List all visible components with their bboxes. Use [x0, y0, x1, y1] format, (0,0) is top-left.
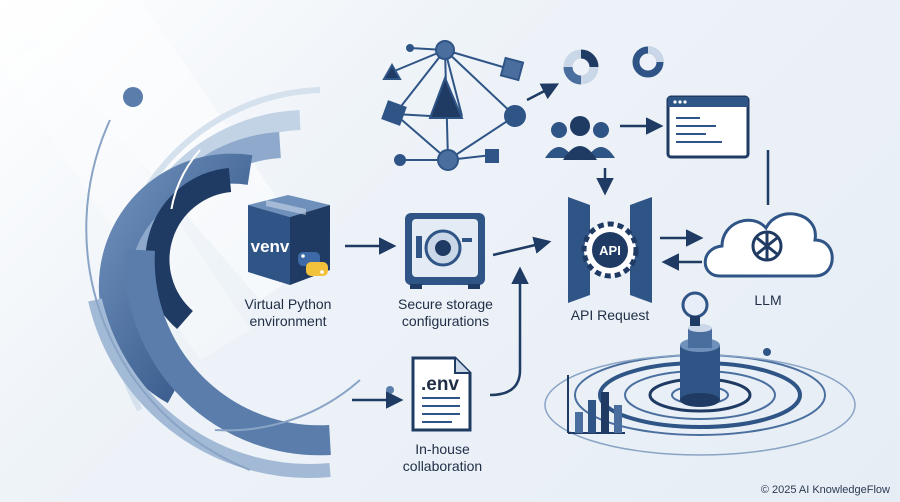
- safe-icon: [405, 213, 485, 289]
- cylinder-stack: [680, 324, 720, 407]
- network-icon: [381, 40, 526, 171]
- copyright-footer: © 2025 AI KnowledgeFlow: [760, 484, 890, 496]
- llm-label: LLM: [754, 292, 782, 308]
- pie-chart-icon: [563, 46, 664, 85]
- openai-icon: [751, 230, 783, 262]
- decor-dot: [386, 386, 394, 394]
- users-icon: [545, 116, 615, 160]
- decor-dot: [763, 348, 771, 356]
- flow-arrows: [345, 83, 770, 409]
- env-icon-text: .env: [421, 374, 459, 395]
- decor-dot: [123, 87, 143, 107]
- api-label: API Request: [570, 307, 650, 323]
- storage-label: Secure storage configurations: [398, 296, 493, 329]
- venv-icon-text: venv: [251, 237, 290, 256]
- bar-chart-icon: [567, 375, 625, 434]
- api-icon-text: API: [599, 243, 621, 258]
- lightbulb-icon: [681, 291, 709, 326]
- document-icon: [411, 356, 472, 432]
- env-label: In-house collaboration: [402, 441, 483, 474]
- terminal-window-icon: [666, 95, 750, 159]
- swirl-arcs: [85, 87, 361, 478]
- light-rays: [0, 0, 320, 360]
- venv-label: Virtual Python environment: [244, 296, 332, 329]
- api-gateway-icon: [568, 197, 652, 303]
- python-icon: [298, 252, 328, 276]
